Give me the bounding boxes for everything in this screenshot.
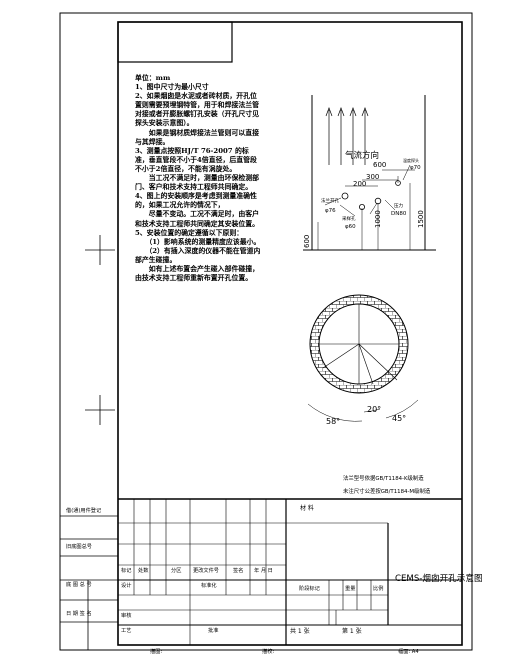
- tb-header-mark: 标记: [121, 568, 132, 574]
- margin-label-1: 借(通)用件登记: [66, 508, 102, 514]
- temp-sensor-dia: φ70: [410, 165, 421, 171]
- note-item-5b: （2）有插入深度的仪器不能在管道内部产生碰撞。: [135, 246, 261, 264]
- title-block-grid: [60, 498, 462, 650]
- note-item-5c: 如有上述布置会产生碰入部件碰撞，由技术支持工程师重新布置开孔位置。: [135, 264, 260, 283]
- angle-20: 20°: [367, 405, 382, 414]
- notes-block: 单位：mm 1、图中尺寸为最小尺寸 2、如果烟囱是水泥或者砖材质，开孔位置则需要…: [135, 74, 261, 283]
- dim-600-vertical: 600: [303, 234, 311, 248]
- registration-marks: [85, 235, 115, 425]
- note-item-5a: （1）影响系统的测量精度应该最小。: [135, 237, 261, 246]
- note-item-3b: 当工况不满足时，测量由环保检测部门、客户和技术支持工程师共同确定。: [135, 174, 260, 192]
- footer-check: 描校:: [262, 649, 275, 655]
- note-item-5: 5、安装位置的确定遵循以下原则：: [135, 228, 244, 237]
- drawing-title: CEMS-烟囱开孔示意图: [395, 574, 483, 584]
- dim-200: 200: [353, 180, 367, 188]
- unit-label: 单位：mm: [135, 74, 171, 82]
- margin-label-4: 日 期 签 名: [66, 611, 92, 617]
- note-item-4b: 尽量不变动。工况不满足时，由客户和技术支持工程师共同确定其安装位置。: [135, 210, 260, 228]
- flange-label: 法兰开孔: [321, 199, 339, 204]
- note-item-1: 1、图中尺寸为最小尺寸: [135, 83, 209, 92]
- angle-45: 45°: [392, 414, 407, 423]
- tb-role-review: 审核: [121, 613, 132, 619]
- tb-header-sign: 签名: [233, 568, 244, 574]
- tb-sheets-total: 共 1 张: [290, 628, 310, 635]
- tb-role-standard: 标准化: [201, 583, 217, 589]
- dim-1000: 1000: [374, 210, 382, 228]
- note-item-2b: 如果是钢材质焊接法兰管则可以直接与其焊接。: [135, 128, 260, 146]
- dim-600: 600: [373, 161, 387, 169]
- tb-role-process: 工艺: [121, 628, 132, 634]
- pressure-label: 压力: [394, 204, 403, 209]
- note-item-3: 3、测量点按照HJ/T 76-2007 的标准，垂直管段不小于4倍直径，后直管段…: [135, 146, 257, 173]
- remark-2: 未注尺寸公差按GB/T1184-M级制造: [343, 489, 431, 495]
- dim-300: 300: [366, 173, 380, 181]
- flange-dia: φ76: [325, 208, 336, 214]
- corner-box: [117, 21, 233, 63]
- pressure-sub: DN80: [391, 211, 407, 217]
- note-item-2: 2、如果烟囱是水泥或者砖材质，开孔位置则需要预埋钢特管，用于和焊接法兰管对接或者…: [135, 92, 260, 128]
- tb-header-zone: 分区: [171, 568, 182, 574]
- flow-direction-label: 气流方向: [345, 151, 380, 161]
- tb-weight-label: 重量: [345, 586, 356, 592]
- tb-role-design: 设计: [121, 583, 132, 589]
- tb-sheet-no: 第 1 张: [342, 628, 362, 635]
- footer-copy: 描图:: [150, 649, 163, 655]
- tb-role-approve: 批准: [208, 628, 219, 634]
- margin-label-3: 底 图 总 号: [66, 582, 92, 588]
- tb-scale-label: 比例: [373, 586, 384, 592]
- tb-header-change: 更改文件号: [193, 568, 219, 574]
- tb-stage-label: 阶段标记: [299, 586, 320, 592]
- dim-1500: 1500: [417, 210, 425, 228]
- tb-header-count: 处数: [138, 568, 149, 574]
- tb-material-label: 材 料: [300, 505, 314, 512]
- outer-border: [59, 12, 473, 651]
- note-item-4: 4、图上的安装顺序是考虑到测量准确性的，如果工况允许的情况下，: [135, 192, 257, 210]
- sampling-dia: φ60: [345, 224, 356, 230]
- remark-1: 法兰型号依据GB/T1184-K级制造: [343, 476, 424, 482]
- footer-format: 幅面: A4: [398, 649, 419, 655]
- chimney-section: [307, 294, 419, 422]
- tb-header-date: 年 月 日: [254, 568, 273, 574]
- sampling-label: 采样孔: [342, 217, 356, 222]
- chimney-elevation: [303, 95, 436, 251]
- inner-frame: [117, 21, 463, 646]
- angle-58: 58°: [326, 417, 341, 426]
- margin-label-2: 旧底图总号: [66, 544, 92, 550]
- temp-sensor-label: 温度探头: [403, 158, 419, 163]
